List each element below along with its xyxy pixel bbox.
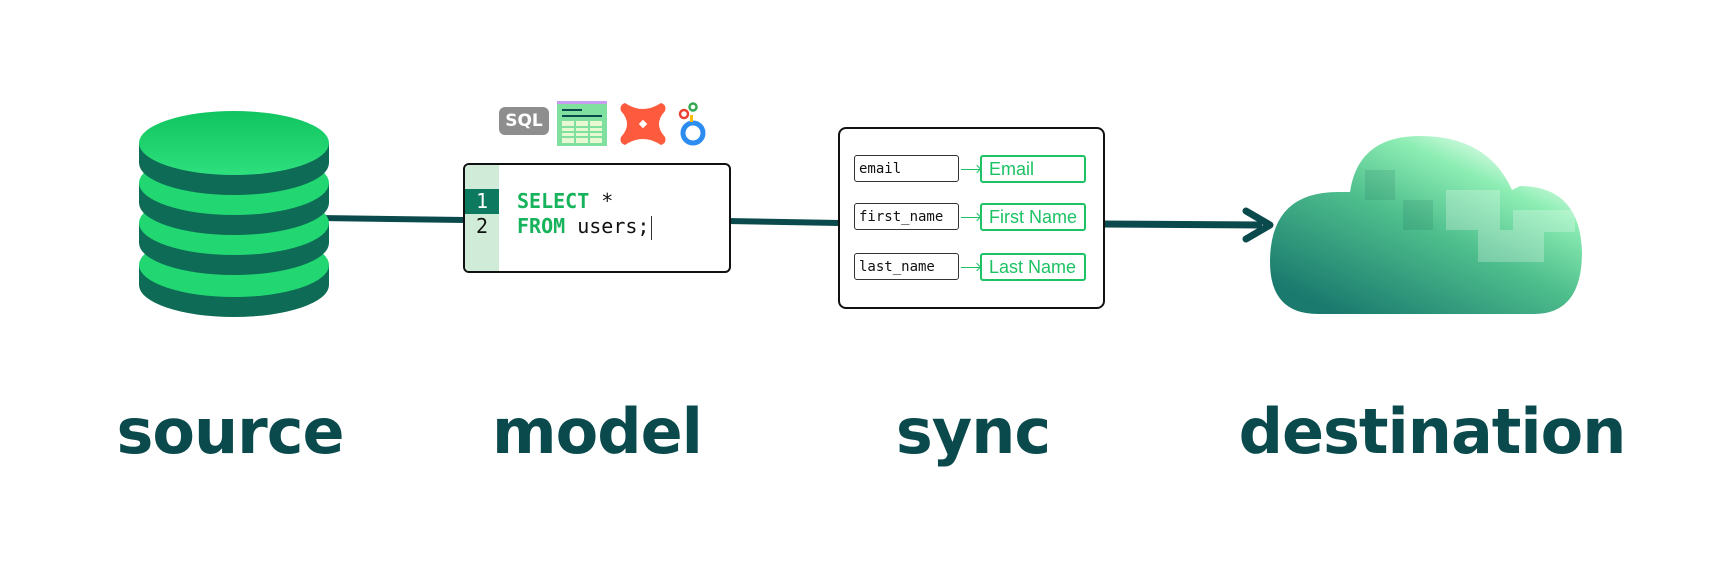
line-number: 2 bbox=[475, 214, 489, 238]
code-text: * bbox=[589, 189, 614, 213]
code-line: SELECT * bbox=[517, 189, 613, 214]
stage-label-model: model bbox=[492, 395, 703, 468]
sql-editor[interactable]: 1 2 SELECT * FROM users; bbox=[463, 163, 731, 273]
sql-keyword: SELECT bbox=[517, 189, 590, 213]
arrowhead-icon bbox=[1242, 207, 1274, 243]
stage-label-destination: destination bbox=[1238, 395, 1627, 468]
connector-source-model bbox=[319, 215, 466, 223]
destination-field[interactable]: Email bbox=[980, 155, 1086, 183]
source-field[interactable]: email bbox=[854, 155, 959, 182]
looker-icon bbox=[678, 102, 706, 146]
code-line: FROM users; bbox=[517, 214, 653, 240]
line-gutter bbox=[465, 165, 499, 271]
mapping-arrow-icon bbox=[961, 267, 980, 268]
mapping-arrow-icon bbox=[961, 217, 980, 218]
connector-model-sync bbox=[726, 218, 841, 226]
sql-keyword: FROM bbox=[517, 214, 566, 238]
connector-sync-destination bbox=[1100, 220, 1263, 229]
destination-field[interactable]: Last Name bbox=[980, 253, 1086, 281]
destination-field[interactable]: First Name bbox=[980, 203, 1086, 231]
stage-label-sync: sync bbox=[895, 395, 1051, 468]
dbt-icon bbox=[620, 103, 666, 145]
source-field[interactable]: last_name bbox=[854, 253, 959, 280]
spreadsheet-icon bbox=[557, 101, 607, 146]
cloud-icon bbox=[1270, 136, 1582, 314]
text-cursor bbox=[651, 215, 653, 240]
line-number: 1 bbox=[465, 189, 499, 214]
source-field[interactable]: first_name bbox=[854, 203, 959, 230]
field-mapping-panel: email Email first_name First Name last_n… bbox=[838, 127, 1105, 309]
sql-icon: SQL bbox=[499, 107, 549, 135]
mapping-arrow-icon bbox=[961, 169, 980, 170]
stage-label-source: source bbox=[116, 395, 344, 468]
code-text: users; bbox=[565, 214, 650, 238]
database-icon bbox=[139, 111, 329, 317]
